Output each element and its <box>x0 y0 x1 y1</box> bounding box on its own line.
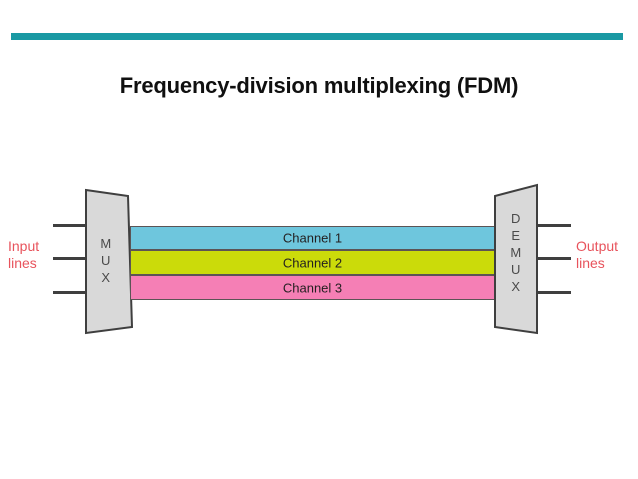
demux-letter-u: U <box>511 262 521 277</box>
demux-letter-e: E <box>511 228 521 243</box>
output-lines-label-line2: lines <box>576 255 605 271</box>
channel-label-1: Channel 1 <box>282 230 343 246</box>
output-wire-2 <box>536 257 571 260</box>
mux-block <box>85 188 134 335</box>
demux-letter-m: M <box>510 245 522 260</box>
output-lines-label: Output lines <box>576 238 618 272</box>
channel-label-2: Channel 2 <box>282 255 343 270</box>
page-title: Frequency-division multiplexing (FDM) <box>119 73 519 98</box>
demux-letter-d: D <box>511 211 521 226</box>
input-lines-label: Input lines <box>8 238 39 272</box>
input-wire-2 <box>53 257 88 260</box>
input-lines-label-line2: lines <box>8 255 37 271</box>
output-lines-label-line1: Output <box>576 238 619 254</box>
demux-label: D E M U X <box>505 210 527 295</box>
input-lines-label-line1: Input <box>8 238 40 254</box>
mux-letter-x: X <box>101 270 111 285</box>
mux-label: M U X <box>95 235 117 286</box>
mux-letter-m: M <box>100 236 112 251</box>
channel-bar-3: Channel 3 <box>130 275 495 300</box>
mux-letter-u: U <box>101 253 111 268</box>
title-accent-bar <box>11 33 623 40</box>
output-wire-3 <box>536 291 571 294</box>
channel-bar-1: Channel 1 <box>130 226 495 250</box>
demux-letter-x: X <box>511 279 521 294</box>
input-wire-3 <box>53 291 88 294</box>
channel-label-3: Channel 3 <box>282 280 343 295</box>
input-wire-1 <box>53 224 88 227</box>
channel-bar-2: Channel 2 <box>130 250 495 275</box>
output-wire-1 <box>536 224 571 227</box>
demux-block <box>494 183 538 335</box>
